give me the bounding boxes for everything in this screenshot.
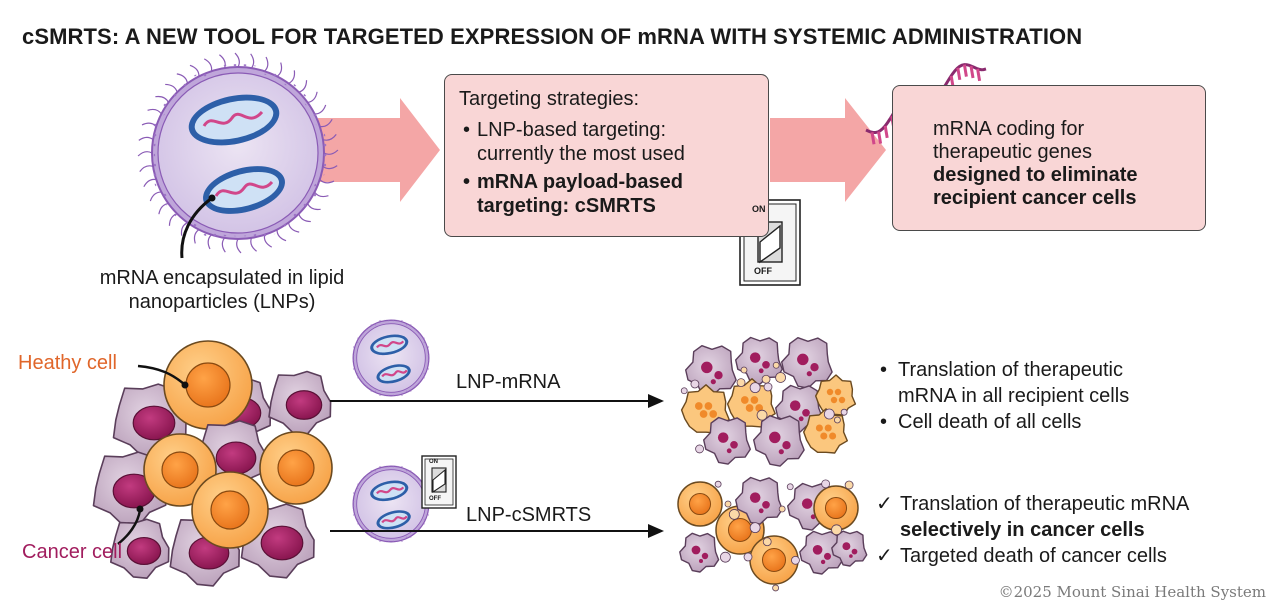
targeting-list: LNP-based targeting: currently the most …: [459, 118, 754, 218]
arrow-lnp-mrna: [330, 394, 664, 408]
targeting-item-payload: mRNA payload-based targeting: cSMRTS: [459, 170, 754, 218]
lnp-mrna-results: • Translation of therapeutic mRNA in all…: [878, 357, 1129, 435]
copyright-notice: ©2025 Mount Sinai Health System: [998, 583, 1266, 601]
on-off-switch-small: [421, 455, 457, 509]
switch-small-on-label: ON: [429, 459, 438, 465]
lipid-nanoparticle-large: [137, 52, 339, 259]
targeting-heading: Targeting strategies:: [459, 88, 640, 110]
result-item: ✓ Translation of therapeutic mRNA select…: [876, 493, 1190, 541]
result-item: • Translation of therapeutic mRNA in all…: [880, 359, 1130, 407]
on-off-switch-large: [739, 199, 801, 286]
lnp-csmrts-results: ✓ Translation of therapeutic mRNA select…: [874, 491, 1189, 569]
targeting-strategies-box: Targeting strategies: LNP-based targetin…: [444, 74, 769, 237]
cell-cluster-mixed: [92, 340, 333, 587]
switch-small-off-label: OFF: [429, 496, 441, 502]
flow-arrow-1: [318, 98, 440, 202]
check-icon: ✓: [876, 493, 893, 515]
arrow-lnp-csmrts: [330, 524, 664, 538]
lnp-csmrts-label: LNP-cSMRTS: [466, 504, 592, 526]
healthy-cell-label: Heathy cell: [18, 352, 117, 374]
check-icon: ✓: [876, 545, 893, 567]
result-item: • Cell death of all cells: [880, 411, 1082, 433]
switch-on-label: ON: [752, 204, 766, 214]
lnp-caption: mRNA encapsulated in lipid nanoparticles…: [99, 267, 345, 313]
switch-off-label: OFF: [754, 266, 772, 276]
targeting-item-lnp: LNP-based targeting: currently the most …: [459, 118, 754, 166]
dead-cells-selective: [677, 476, 868, 592]
flow-arrow-2: [770, 98, 886, 202]
lipid-nanoparticle-small-1: [351, 318, 431, 398]
result-item: ✓ Targeted death of cancer cells: [876, 545, 1167, 567]
page-title: cSMRTS: A NEW TOOL FOR TARGETED EXPRESSI…: [22, 24, 1083, 49]
cancer-cell-label: Cancer cell: [22, 541, 123, 563]
therapeutic-mrna-box: mRNA coding for therapeutic genes design…: [892, 85, 1206, 231]
lnp-mrna-label: LNP-mRNA: [456, 371, 561, 393]
dead-cells-all: [680, 336, 857, 467]
